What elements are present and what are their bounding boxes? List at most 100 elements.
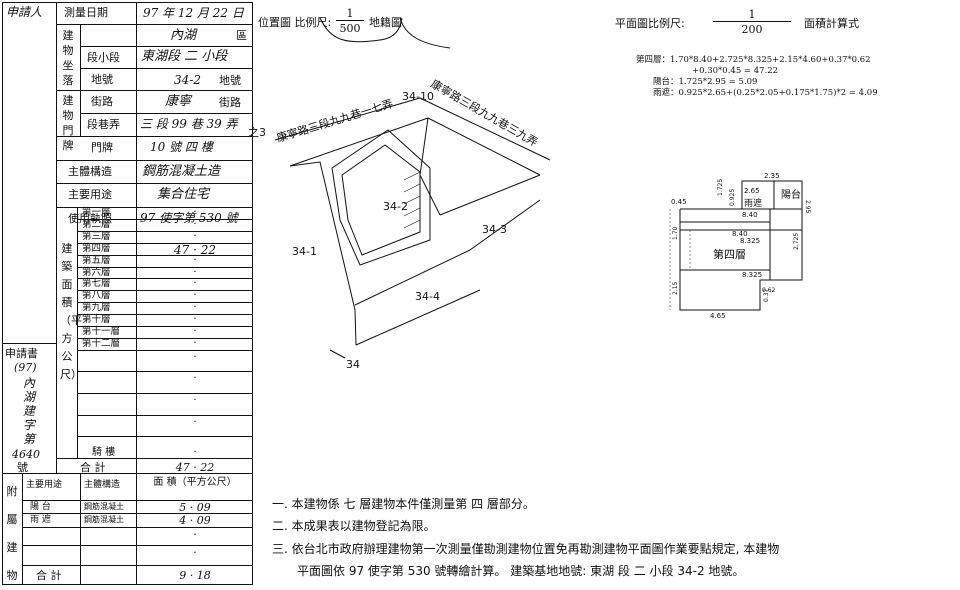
plan-dim-3: 0.925 <box>729 189 736 206</box>
section-label: 段小段 <box>87 51 120 64</box>
attached-usage: 陽 台 <box>30 502 51 512</box>
plan-dim-0: 2.35 <box>764 172 780 180</box>
plan-dim-11: 1.70 <box>672 226 679 240</box>
plate-label: 門牌 <box>91 141 113 154</box>
location-scale-num: 1 <box>346 7 354 20</box>
street-unit: 街路 <box>219 96 241 109</box>
form-table-frame <box>2 2 253 585</box>
lot-unit: 地號 <box>219 74 241 87</box>
permit-label: 使用執照 <box>68 212 112 225</box>
floor-area-value: · <box>193 314 197 326</box>
application-number: 4640 <box>12 448 40 461</box>
plan-dim-9: 8.325 <box>742 271 762 279</box>
plan-dim-5: 2.95 <box>804 200 811 214</box>
calc-line-1: 第四層：1.70*8.40+2.725*8.325+2.15*4.60+0.37… <box>636 55 871 65</box>
district-label: 區 <box>236 29 247 42</box>
plan-dim-1: 2.65 <box>744 187 760 195</box>
floor-area-value: · <box>193 218 197 230</box>
location-map-title: 位置圖 比例尺: <box>258 16 332 29</box>
attached-structure: 鋼筋混凝土 <box>84 515 124 524</box>
application-text: 內湖建字第 <box>22 376 35 446</box>
permit-value: 97 使字第 530 號 <box>140 211 238 225</box>
map-lot-34-2: 34-2 <box>383 200 408 213</box>
floor-area-value: · <box>193 290 197 302</box>
plan-dim-2: 1.725 <box>717 179 724 196</box>
attached-area: · <box>193 546 197 559</box>
attached-header-structure: 主體構造 <box>84 480 121 490</box>
map-lot-34-4: 34-4 <box>415 290 440 303</box>
lane-value: 三 段 99 巷 39 弄 <box>140 117 238 131</box>
application-year: (97) <box>14 361 37 374</box>
plate-suffix: 之3 <box>248 126 266 139</box>
location-label: 建物坐落 <box>62 29 74 87</box>
district-value: 內湖 <box>170 28 197 43</box>
structure-label: 主體構造 <box>68 165 112 178</box>
calc-line-4: 雨遮：0.925*2.65+(0.25*2.05+0.175*1.75)*2 =… <box>653 88 878 98</box>
arcade-value: · <box>193 447 197 458</box>
lot-label: 地號 <box>91 73 113 86</box>
survey-date-label: 測量日期 <box>64 6 108 19</box>
plan-dim-7: 8.40 <box>732 230 748 238</box>
attached-total-label: 合 計 <box>36 569 62 582</box>
floor-name: 第三層 <box>82 230 111 242</box>
floor-name: 第六層 <box>82 266 111 278</box>
map-lot-34-3: 34-3 <box>482 223 507 236</box>
calc-line-2: +0.30*0.45 = 47.22 <box>692 66 779 76</box>
applicant-label: 申請人 <box>6 5 43 19</box>
floor-plan-calc-label: 面積計算式 <box>804 17 859 30</box>
floor-area-value: · <box>193 266 197 278</box>
map-lot-34-10: 34-10 <box>402 90 434 103</box>
floor-name: 第九層 <box>82 302 111 314</box>
floor-plan-scale-num: 1 <box>748 8 756 21</box>
floor-blank-value: · <box>193 416 197 428</box>
usage-value: 集合住宅 <box>157 187 210 202</box>
floor-name: 第十一層 <box>82 326 121 337</box>
note-4: 平面圖依 97 使字第 530 號轉繪計算。 建築基地地號: 東湖 段 二 小段… <box>297 564 745 578</box>
total-value: 47 · 22 <box>175 461 215 474</box>
floor-name: 第四層 <box>82 242 111 254</box>
floor-name: 第二層 <box>82 218 111 230</box>
note-3: 三. 依台北市政府辦理建物第一次測量僅勘測建物位置免再勘測建物平面圖作業要點規定… <box>272 542 780 556</box>
floor-blank-value: · <box>193 395 197 407</box>
attached-header-usage: 主要用途 <box>26 480 63 490</box>
floor-area-value: · <box>193 207 197 218</box>
lane-label: 段巷弄 <box>87 118 120 131</box>
floor-name: 第五層 <box>82 254 111 266</box>
plan-dim-15: 0.37 <box>763 288 770 302</box>
application-label: 申請書 <box>5 347 38 360</box>
application-suffix: 號 <box>17 461 28 474</box>
plan-dim-12: 2.15 <box>672 281 679 295</box>
attached-header-area: 面 積（平方公尺） <box>153 477 237 488</box>
total-label: 合 計 <box>80 461 106 474</box>
floor-area-value: · <box>193 254 197 266</box>
floor-name: 第十層 <box>82 314 111 326</box>
street-value: 康寧 <box>165 94 192 109</box>
structure-value: 鋼筋混凝土造 <box>142 164 221 179</box>
floor-area-value: · <box>193 230 197 242</box>
floor-area-value: · <box>193 337 197 349</box>
floor-name: 第一層 <box>82 207 111 218</box>
note-1: 一. 本建物係 七 層建物本件僅測量第 四 層部分。 <box>272 497 535 511</box>
plan-dim-10: 2.725 <box>793 233 800 250</box>
plan-dim-14: 4.65 <box>710 312 726 320</box>
attached-label: 附屬建物 <box>6 485 18 582</box>
section-value: 東湖段 二 小段 <box>141 49 228 64</box>
floor-area-value: · <box>193 326 197 337</box>
plan-dim-4: 0.45 <box>671 198 687 206</box>
doorplate-label: 建物門牌 <box>62 94 74 152</box>
usage-label: 主要用途 <box>68 188 112 201</box>
floor-blank-value: · <box>193 373 197 385</box>
attached-area: 5 · 09 <box>179 501 211 514</box>
street-label: 街路 <box>91 95 113 108</box>
map-lot-34-1: 34-1 <box>292 245 317 258</box>
plan-dim-13: 0.62 <box>762 287 776 294</box>
attached-area: 4 · 09 <box>179 514 211 527</box>
attached-area: · <box>193 528 197 541</box>
floor-name: 第八層 <box>82 290 111 302</box>
attached-usage: 雨 遮 <box>30 515 51 525</box>
survey-date-value: 97 年 12 月 22 日 <box>143 6 244 20</box>
floor-name: 第七層 <box>82 278 111 290</box>
floor-area-value: · <box>193 278 197 290</box>
